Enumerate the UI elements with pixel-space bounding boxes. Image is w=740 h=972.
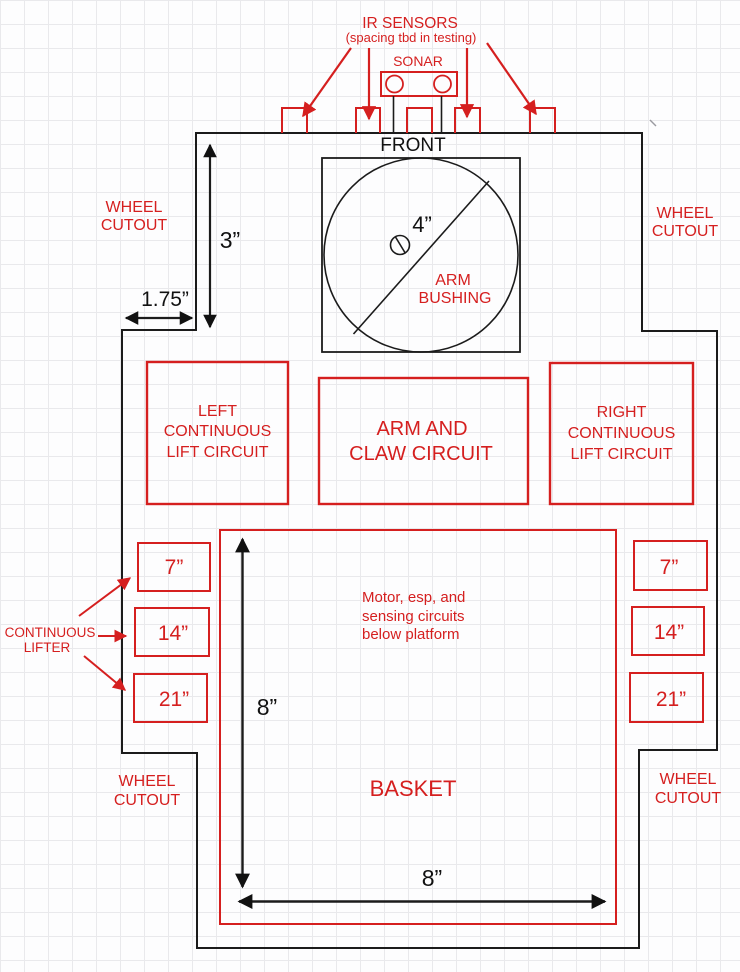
lifter-box-right-21	[629, 672, 704, 723]
basket-label: BASKET	[370, 776, 457, 801]
arm-bushing-label-1: ARM	[435, 272, 471, 289]
ir-sensor-3	[406, 107, 433, 133]
sonar-box	[380, 71, 458, 97]
right-circuit-line-2: CONTINUOUS	[568, 425, 676, 442]
lifter-callout-arrow-bottom	[83, 655, 127, 691]
lifter-size-right-21: 21”	[656, 688, 686, 711]
sonar-left-transducer	[385, 74, 404, 94]
arm-pivot-circle	[389, 234, 411, 256]
wheel-cutout-br-1: WHEEL	[660, 771, 717, 788]
wheel-cutout-label-bottom-right: WHEEL CUTOUT	[655, 771, 722, 807]
basket-outline	[219, 529, 617, 925]
wheel-cutout-label-bottom-left: WHEEL CUTOUT	[114, 773, 181, 809]
left-lift-circuit-box	[145, 360, 290, 506]
lifter-size-left-14: 14”	[158, 622, 188, 645]
front-label: FRONT	[380, 135, 446, 156]
wheel-cutout-label-top-left: WHEEL CUTOUT	[101, 199, 168, 234]
arm-claw-circuit-box	[317, 376, 530, 506]
platform-note-line-2: sensing circuits	[362, 608, 465, 625]
lifter-box-left-14	[134, 607, 210, 657]
arm-bushing-label-2: BUSHING	[419, 290, 492, 307]
bushing-diameter-label: 4”	[412, 212, 432, 237]
lifter-size-left-21: 21”	[159, 688, 189, 711]
lifter-box-right-7	[633, 540, 708, 591]
center-circuit-line-1: ARM AND	[376, 418, 467, 440]
arm-bushing-chord	[352, 180, 490, 335]
arm-pivot-slash	[394, 236, 407, 254]
ir-sensor-1	[281, 107, 308, 133]
lifter-size-left-7: 7”	[165, 556, 184, 579]
platform-note-line-1: Motor, esp, and	[362, 589, 465, 606]
wheel-cutout-bl-1: WHEEL	[119, 773, 176, 790]
right-lift-circuit-box	[548, 361, 695, 506]
ir-sensors-label: IR SENSORS	[362, 15, 458, 32]
platform-note-line-3: below platform	[362, 626, 460, 643]
right-circuit-line-1: RIGHT	[597, 404, 647, 421]
platform-body-outline	[121, 132, 718, 949]
left-circuit-line-3: LIFT CIRCUIT	[167, 444, 269, 461]
dim-label-cutout-width: 1.75”	[141, 288, 189, 311]
dim-label-front-depth: 3”	[220, 227, 240, 253]
lifter-box-right-14	[631, 606, 705, 656]
ir-callout-arrow-1	[302, 47, 352, 118]
stray-mark	[649, 119, 657, 127]
lifter-size-right-7: 7”	[660, 556, 679, 579]
lifter-callout-arrow-top	[78, 577, 132, 617]
arm-bushing-circle	[323, 157, 519, 353]
dim-label-basket-height: 8”	[257, 694, 277, 720]
dim-label-basket-width: 8”	[422, 865, 442, 891]
right-circuit-line-3: LIFT CIRCUIT	[571, 446, 673, 463]
wheel-cutout-bl-2: CUTOUT	[114, 792, 181, 809]
wheel-cutout-tr-1: WHEEL	[657, 205, 714, 222]
wheel-cutout-tr-2: CUTOUT	[652, 223, 719, 240]
ir-sensor-5	[529, 107, 556, 133]
sonar-label: SONAR	[393, 53, 443, 69]
continuous-lifter-label-1: CONTINUOUS	[5, 625, 96, 640]
wheel-cutout-tl-1: WHEEL	[106, 199, 163, 216]
left-circuit-line-1: LEFT	[198, 403, 237, 420]
lifter-size-right-14: 14”	[654, 621, 684, 644]
ir-callout-arrow-4	[486, 42, 537, 116]
wheel-cutout-br-2: CUTOUT	[655, 790, 722, 807]
lifter-box-left-21	[133, 673, 208, 723]
sonar-right-transducer	[433, 74, 452, 94]
lifter-box-left-7	[137, 542, 211, 592]
continuous-lifter-label-2: LIFTER	[24, 640, 71, 655]
ir-sensors-sublabel: (spacing tbd in testing)	[346, 30, 477, 45]
center-circuit-line-2: CLAW CIRCUIT	[349, 443, 493, 465]
wheel-cutout-tl-2: CUTOUT	[101, 217, 168, 234]
wheel-cutout-label-top-right: WHEEL CUTOUT	[652, 205, 719, 240]
left-circuit-line-2: CONTINUOUS	[164, 423, 272, 440]
